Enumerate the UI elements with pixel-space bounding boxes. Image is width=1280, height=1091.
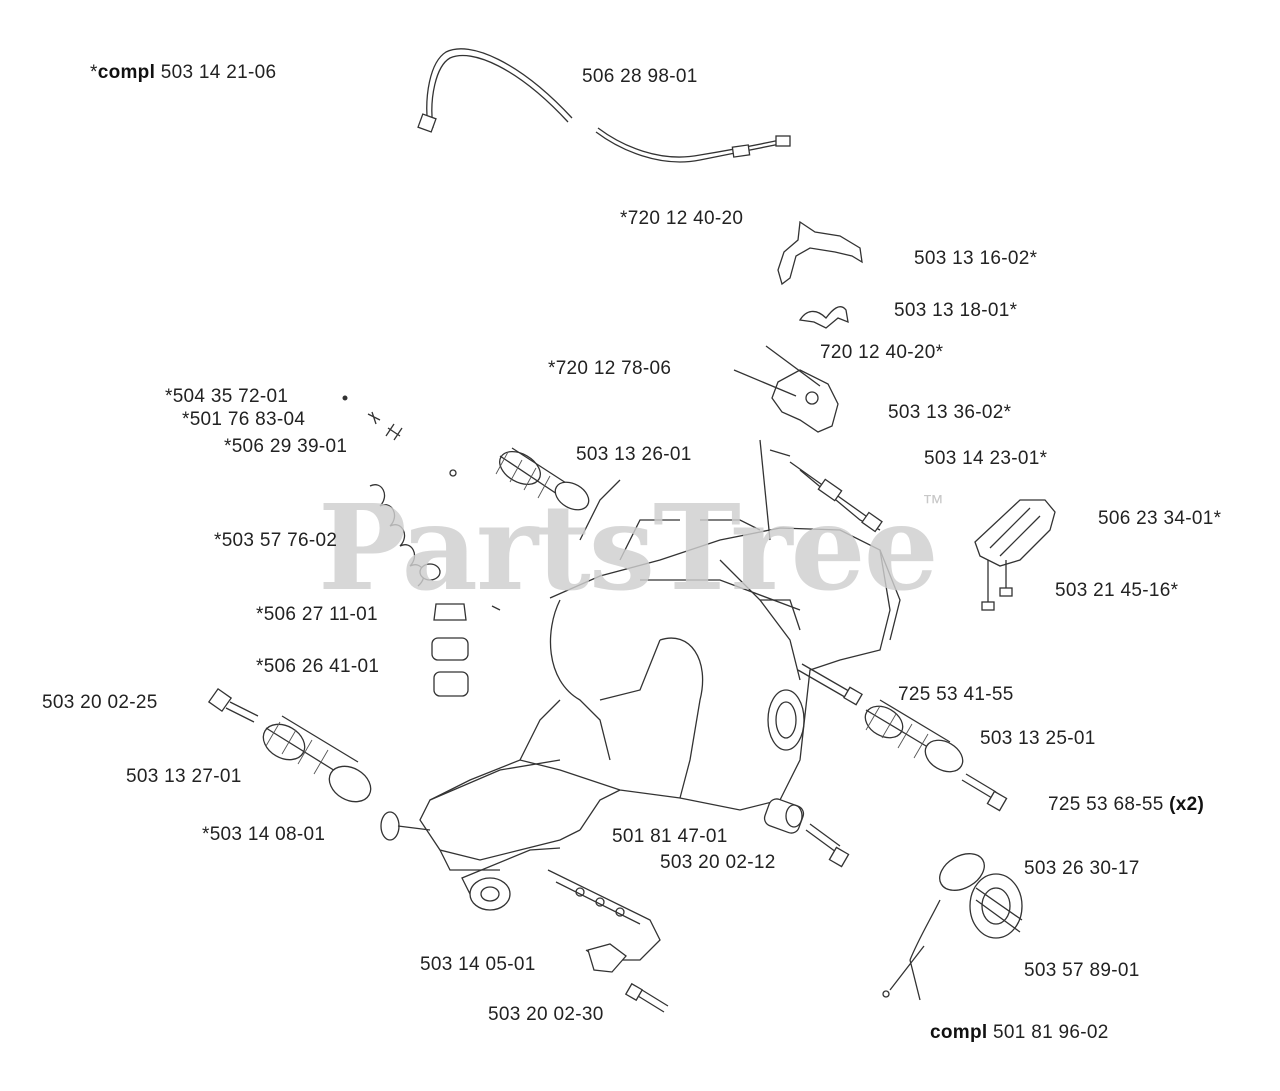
throttle-rod — [789, 461, 883, 533]
part-label-503-13-27-01: 503 13 27-01 — [126, 766, 242, 787]
washer-503-14-08-01 — [380, 811, 431, 841]
part-label-503-57-76-02: *503 57 76-02 — [214, 530, 338, 551]
label-bold: (x2) — [1169, 794, 1205, 815]
part-label-503-14-08-01: *503 14 08-01 — [202, 824, 326, 845]
trigger-assembly — [733, 369, 839, 433]
part-label-501-81-47-01: 501 81 47-01 — [612, 826, 728, 847]
bolt-725-53-68-55 — [961, 773, 1008, 812]
part-label-compl-501-81-96-02: compl 501 81 96-02 — [930, 1022, 1109, 1044]
part-label-720-12-40-20-a: *720 12 40-20 — [620, 208, 744, 229]
part-label-503-13-26-01: 503 13 26-01 — [576, 444, 692, 465]
rod-725-53-41-55 — [797, 663, 863, 706]
grip-bracket-right — [974, 499, 1056, 611]
grip-lower-right — [864, 699, 964, 773]
part-label-720-12-40-20-b: 720 12 40-20* — [820, 342, 944, 363]
part-label-506-27-11-01: *506 27 11-01 — [256, 604, 378, 625]
bolt-503-20-02-30 — [624, 982, 669, 1013]
lower-bracket — [461, 847, 661, 973]
part-label-506-29-39-01: *506 29 39-01 — [224, 436, 348, 457]
small-parts — [342, 395, 457, 477]
part-label-506-23-34-01: 506 23 34-01* — [1098, 508, 1222, 529]
part-label-503-14-05-01: 503 14 05-01 — [420, 954, 536, 975]
part-label-506-28-98-01: 506 28 98-01 — [582, 66, 698, 87]
grip-lower-left — [262, 715, 372, 803]
part-label-503-20-02-25: 503 20 02-25 — [42, 692, 158, 713]
watermark-trademark: ™ — [922, 490, 944, 515]
part-label-725-53-41-55: 725 53 41-55 — [898, 684, 1014, 705]
part-label-725-53-68-55: 725 53 68-55 (x2) — [1048, 794, 1204, 816]
part-label-compl-503-14-21-06: *compl 503 14 21-06 — [90, 62, 276, 84]
part-label-720-12-78-06: *720 12 78-06 — [548, 358, 672, 379]
part-label-503-13-25-01: 503 13 25-01 — [980, 728, 1096, 749]
spring — [369, 484, 441, 587]
part-label-503-13-16-02: 503 13 16-02* — [914, 248, 1038, 269]
part-label-501-76-83-04: *501 76 83-04 — [182, 409, 306, 430]
part-label-503-14-23-01: 503 14 23-01* — [924, 448, 1048, 469]
part-label-506-26-41-01: *506 26 41-01 — [256, 656, 380, 677]
label-prefix: * — [90, 62, 98, 83]
fuel-cap-assembly — [882, 853, 1023, 1001]
handle-frame — [419, 439, 901, 871]
part-label-503-13-36-02: 503 13 36-02* — [888, 402, 1012, 423]
part-label-503-20-02-30: 503 20 02-30 — [488, 1004, 604, 1025]
label-text: 501 81 96-02 — [987, 1022, 1109, 1043]
part-label-503-26-30-17: 503 26 30-17 — [1024, 858, 1140, 879]
grip-upper — [495, 447, 590, 511]
brackets — [765, 220, 863, 387]
part-label-503-13-18-01: 503 13 18-01* — [894, 300, 1018, 321]
label-bold: compl — [930, 1022, 988, 1043]
label-text: 503 14 21-06 — [155, 62, 277, 83]
part-label-503-57-89-01: 503 57 89-01 — [1024, 960, 1140, 981]
part-label-503-20-02-12: 503 20 02-12 — [660, 852, 776, 873]
throttle-cable — [417, 48, 791, 163]
bolt-503-20-02-25 — [207, 687, 259, 723]
dampers — [431, 603, 501, 697]
label-bold: compl — [97, 62, 156, 83]
part-label-503-21-45-16: 503 21 45-16* — [1055, 580, 1179, 601]
damper-501-81-47-01 — [763, 798, 850, 868]
part-label-504-35-72-01: *504 35 72-01 — [165, 386, 289, 407]
label-text: 725 53 68-55 — [1048, 794, 1170, 815]
